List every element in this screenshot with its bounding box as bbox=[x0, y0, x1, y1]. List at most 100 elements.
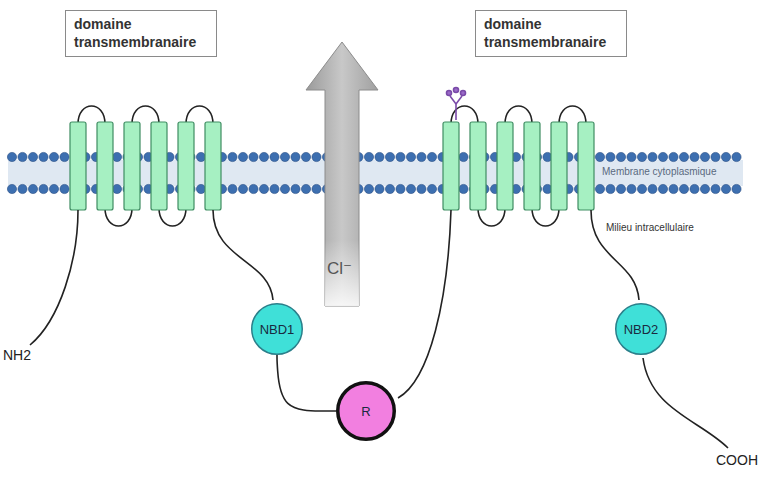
lipid-head bbox=[679, 184, 688, 193]
helix-loop bbox=[159, 208, 186, 226]
lipid-head bbox=[18, 184, 27, 193]
lipid-head bbox=[238, 184, 247, 193]
lipid-head bbox=[301, 152, 310, 161]
helix bbox=[470, 122, 486, 210]
lipid-head bbox=[385, 152, 394, 161]
helix-loop bbox=[78, 106, 105, 124]
lipid-head bbox=[259, 184, 268, 193]
domain-circle: R bbox=[336, 381, 396, 441]
lipid-head bbox=[732, 184, 741, 193]
lipid-head bbox=[459, 152, 468, 161]
lipid-head bbox=[396, 184, 405, 193]
terminus-label: NH2 bbox=[3, 347, 31, 363]
lipid-head bbox=[637, 184, 646, 193]
terminus-label: COOH bbox=[716, 452, 758, 468]
lipid-head bbox=[280, 152, 289, 161]
lipid-head bbox=[112, 152, 121, 161]
lipid-head bbox=[312, 152, 321, 161]
helix-loop bbox=[532, 208, 559, 226]
lipid-head bbox=[60, 152, 69, 161]
lipid-head bbox=[364, 184, 373, 193]
lipid-head bbox=[270, 184, 279, 193]
helix bbox=[124, 122, 140, 210]
lipid-head bbox=[196, 152, 205, 161]
circle-shape bbox=[616, 304, 667, 355]
chloride-arrow bbox=[306, 42, 378, 306]
lipid-head bbox=[112, 184, 121, 193]
lipid-head bbox=[385, 184, 394, 193]
region-label: Milieu intracellulaire bbox=[606, 222, 694, 233]
helix-loop bbox=[451, 106, 478, 124]
lipid-head bbox=[616, 152, 625, 161]
lipid-head bbox=[679, 152, 688, 161]
membrane-core bbox=[8, 160, 743, 186]
lipid-head bbox=[616, 184, 625, 193]
domain-label-box: domaine transmembranaire bbox=[475, 10, 627, 57]
lipid-head bbox=[18, 152, 27, 161]
lipid-head bbox=[669, 152, 678, 161]
node-text: NBD1 bbox=[260, 322, 295, 337]
lipid-head bbox=[406, 184, 415, 193]
lipid-head bbox=[301, 184, 310, 193]
lipid-head bbox=[249, 184, 258, 193]
lipid-head bbox=[28, 152, 37, 161]
lipid-head bbox=[459, 184, 468, 193]
lipid-head bbox=[259, 152, 268, 161]
lipid-head bbox=[669, 184, 678, 193]
lipid-head bbox=[417, 184, 426, 193]
lipid-head bbox=[364, 152, 373, 161]
helix-loop bbox=[105, 208, 132, 226]
lipid-head bbox=[658, 184, 667, 193]
lipid-head bbox=[658, 152, 667, 161]
lipid-head bbox=[732, 152, 741, 161]
helix bbox=[97, 122, 113, 210]
lipid-head bbox=[39, 152, 48, 161]
helix bbox=[70, 122, 86, 210]
lipid-head bbox=[280, 184, 289, 193]
helix-loop bbox=[132, 106, 159, 124]
lipid-head bbox=[291, 184, 300, 193]
lipid-head bbox=[417, 152, 426, 161]
lipid-heads bbox=[7, 152, 741, 193]
lipid-head bbox=[270, 152, 279, 161]
membrane-label: Membrane cytoplasmique bbox=[600, 166, 719, 177]
lipid-head bbox=[606, 184, 615, 193]
tail-lines bbox=[30, 210, 728, 448]
node-text: NBD2 bbox=[624, 322, 659, 337]
lipid-head bbox=[648, 184, 657, 193]
helix-loop bbox=[505, 106, 532, 124]
lipid-head bbox=[375, 152, 384, 161]
lipid-head bbox=[627, 152, 636, 161]
lipid-head bbox=[627, 184, 636, 193]
lipid-head bbox=[238, 152, 247, 161]
lipid-head bbox=[637, 152, 646, 161]
lipid-head bbox=[690, 184, 699, 193]
lipid-head bbox=[249, 152, 258, 161]
node-text: R bbox=[361, 404, 370, 419]
lipid-head bbox=[711, 184, 720, 193]
lipid-head bbox=[595, 184, 604, 193]
node-text: domaine transmembranaire bbox=[484, 16, 618, 51]
lipid-head bbox=[196, 184, 205, 193]
ion-label: Cl⁻ bbox=[327, 258, 352, 279]
lipid-head bbox=[228, 184, 237, 193]
helix bbox=[524, 122, 540, 210]
domain-circle: NBD1 bbox=[251, 303, 303, 355]
lipid-head bbox=[312, 184, 321, 193]
helix bbox=[178, 122, 194, 210]
lipid-head bbox=[427, 152, 436, 161]
helix bbox=[497, 122, 513, 210]
lipid-head bbox=[700, 184, 709, 193]
lipid-head bbox=[291, 152, 300, 161]
lipid-head bbox=[406, 152, 415, 161]
domain-circle: NBD2 bbox=[615, 303, 667, 355]
helix-loop bbox=[559, 106, 586, 124]
helix bbox=[205, 122, 221, 210]
helix bbox=[578, 122, 594, 210]
lipid-head bbox=[49, 152, 58, 161]
glycosylation-symbol bbox=[447, 88, 466, 121]
lipid-head bbox=[60, 184, 69, 193]
helix bbox=[443, 122, 459, 210]
lipid-head bbox=[606, 152, 615, 161]
